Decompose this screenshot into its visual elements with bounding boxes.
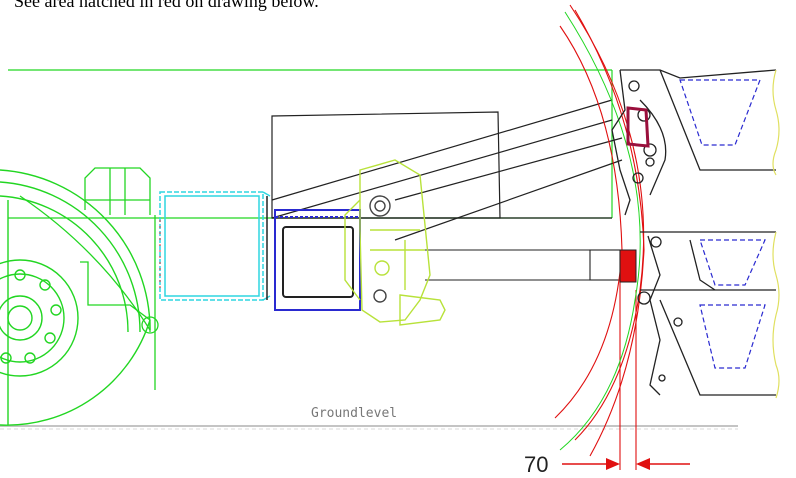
mounting-unit [266, 196, 361, 311]
mounting-plate [271, 111, 612, 219]
lower-trailer-blue [699, 239, 766, 369]
upper-trailer-blue [679, 79, 761, 146]
dimension-value: 70 [524, 452, 548, 477]
upper-trailer-section [611, 69, 777, 216]
truck-body [19, 167, 159, 390]
upper-arms [271, 99, 623, 241]
lower-trailer-edge [772, 231, 780, 399]
wheel-clearance-arc [559, 11, 641, 451]
ground-line [0, 425, 738, 430]
clearance-arcs [554, 4, 645, 470]
groundlevel-label: Groundlevel [311, 406, 397, 421]
upper-trailer-edge [772, 69, 780, 176]
dimension-70 [562, 458, 690, 470]
cyan-box [159, 191, 271, 301]
hitch-bracket [344, 159, 446, 326]
drawing-caption: See area hatched in red on drawing below… [14, 0, 319, 11]
lower-trailer-section [637, 231, 776, 396]
hatched-area-upper [626, 106, 650, 148]
hatched-area-lower [619, 249, 637, 283]
lower-rods [425, 249, 621, 281]
truck-wheel [0, 169, 151, 426]
